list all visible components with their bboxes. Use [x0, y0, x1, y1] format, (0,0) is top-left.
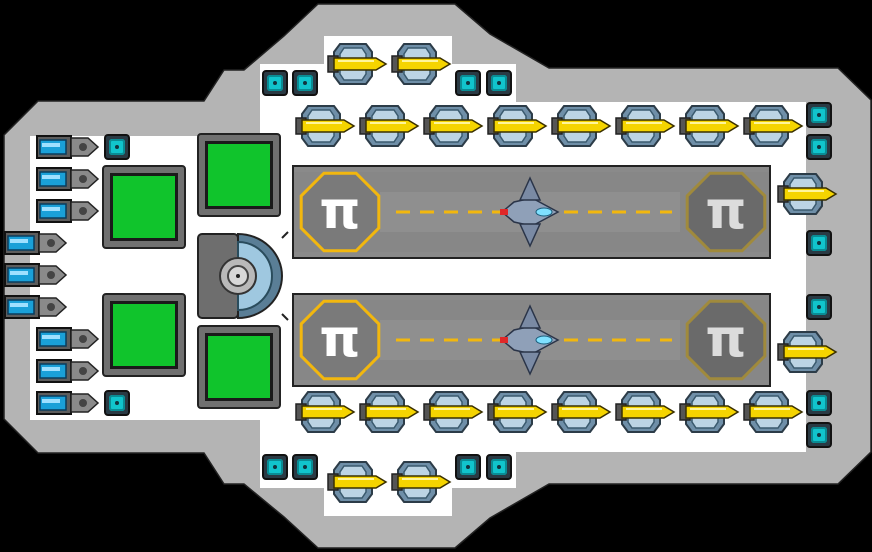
fighter-wing-top	[518, 176, 542, 201]
hangar-pad-icon	[685, 171, 767, 253]
hangar-pad-icon	[299, 299, 381, 381]
blue-thruster-icon[interactable]	[36, 390, 100, 416]
yellow-turret-icon[interactable]	[486, 104, 548, 148]
socket-icon[interactable]	[806, 134, 832, 160]
hangar-pad-icon	[685, 299, 767, 381]
yellow-turret-icon[interactable]	[390, 460, 452, 504]
yellow-turret-icon[interactable]	[358, 390, 420, 434]
fighter-cockpit	[535, 335, 553, 345]
yellow-turret-icon[interactable]	[550, 390, 612, 434]
blue-thruster-icon[interactable]	[4, 294, 68, 320]
yellow-turret-icon[interactable]	[614, 104, 676, 148]
yellow-turret-icon[interactable]	[742, 390, 804, 434]
socket-icon[interactable]	[292, 454, 318, 480]
socket-icon[interactable]	[262, 454, 288, 480]
fighter-ship-icon	[500, 325, 560, 355]
blue-thruster-icon[interactable]	[36, 358, 100, 384]
blue-thruster-icon[interactable]	[36, 134, 100, 160]
socket-icon[interactable]	[455, 454, 481, 480]
socket-icon[interactable]	[486, 454, 512, 480]
socket-icon[interactable]	[455, 70, 481, 96]
fighter-engine-glow	[500, 209, 508, 215]
yellow-turret-icon[interactable]	[678, 390, 740, 434]
yellow-turret-icon[interactable]	[326, 460, 388, 504]
yellow-turret-icon[interactable]	[486, 390, 548, 434]
socket-icon[interactable]	[806, 390, 832, 416]
fighter-engine-glow	[500, 337, 508, 343]
hangar-pad-label: π	[705, 309, 746, 369]
fighter-wing-top	[518, 304, 542, 329]
yellow-turret-icon[interactable]	[294, 104, 356, 148]
blue-thruster-icon[interactable]	[4, 262, 68, 288]
socket-icon[interactable]	[486, 70, 512, 96]
socket-icon[interactable]	[262, 70, 288, 96]
yellow-turret-icon[interactable]	[390, 42, 452, 86]
socket-icon[interactable]	[292, 70, 318, 96]
reactor-block-2[interactable]	[197, 133, 281, 217]
reactor-block-1[interactable]	[102, 165, 186, 249]
fighter-cockpit	[535, 207, 553, 217]
socket-icon[interactable]	[104, 390, 130, 416]
fighter-ship-icon	[500, 197, 560, 227]
reactor-block-4[interactable]	[197, 325, 281, 409]
blue-thruster-icon[interactable]	[36, 326, 100, 352]
fighter-wing-bottom	[518, 351, 542, 376]
yellow-turret-icon[interactable]	[742, 104, 804, 148]
hangar-pad-label: π	[319, 309, 360, 369]
yellow-turret-icon[interactable]	[358, 104, 420, 148]
hangar-pad-icon	[299, 171, 381, 253]
yellow-turret-icon[interactable]	[422, 390, 484, 434]
yellow-turret-icon[interactable]	[614, 390, 676, 434]
yellow-turret-icon[interactable]	[550, 104, 612, 148]
yellow-turret-icon[interactable]	[422, 104, 484, 148]
socket-icon[interactable]	[806, 294, 832, 320]
ship-core-icon[interactable]	[194, 228, 290, 324]
reactor-block-3[interactable]	[102, 293, 186, 377]
yellow-turret-icon[interactable]	[776, 330, 838, 374]
blue-thruster-icon[interactable]	[36, 198, 100, 224]
fighter-wing-bottom	[518, 223, 542, 248]
socket-icon[interactable]	[806, 102, 832, 128]
hangar-pad-label: π	[319, 181, 360, 241]
yellow-turret-icon[interactable]	[776, 172, 838, 216]
socket-icon[interactable]	[104, 134, 130, 160]
yellow-turret-icon[interactable]	[294, 390, 356, 434]
hangar-pad-label: π	[705, 181, 746, 241]
socket-icon[interactable]	[806, 230, 832, 256]
blue-thruster-icon[interactable]	[36, 166, 100, 192]
blue-thruster-icon[interactable]	[4, 230, 68, 256]
yellow-turret-icon[interactable]	[326, 42, 388, 86]
yellow-turret-icon[interactable]	[678, 104, 740, 148]
socket-icon[interactable]	[806, 422, 832, 448]
